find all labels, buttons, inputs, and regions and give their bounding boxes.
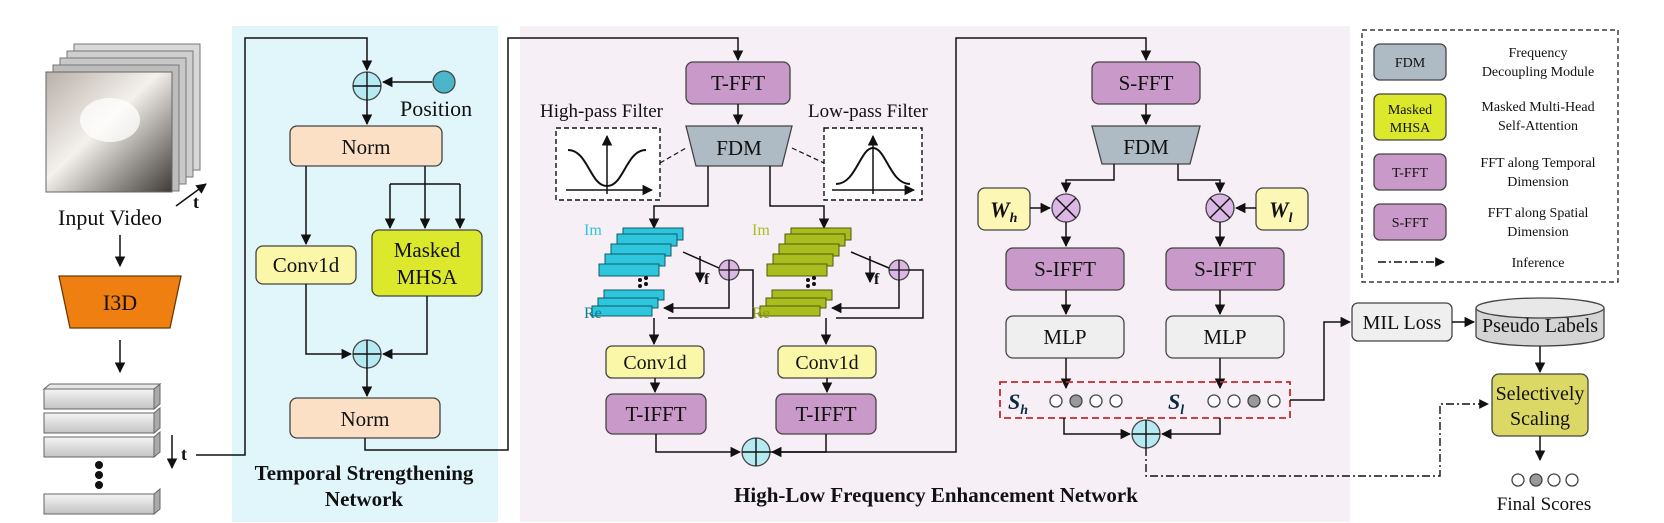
mlp-high-box — [1005, 315, 1125, 359]
video-time-label: t — [193, 192, 199, 212]
final-scores-label: Final Scores — [1497, 494, 1591, 515]
high-pass-label: High-pass Filter — [540, 101, 664, 122]
feature-stack — [42, 382, 162, 516]
masked-mhsa-label-1: Masked — [394, 238, 461, 262]
legend-sfft-desc-1: FFT along Spatial — [1488, 206, 1589, 221]
mlp-low-box — [1165, 315, 1285, 359]
i3d-block — [58, 275, 182, 329]
conv1d-low-label: Conv1d — [795, 352, 858, 374]
mlp-low-label: MLP — [1203, 325, 1246, 349]
legend-sfft-swatch — [1373, 203, 1447, 241]
s-ifft-low-box — [1165, 247, 1285, 291]
mil-loss-label: MIL Loss — [1363, 312, 1442, 334]
norm-bottom-label: Norm — [341, 407, 390, 431]
scaling-label-2: Scaling — [1510, 408, 1570, 430]
s-l-symbol: Sl — [1168, 389, 1184, 418]
conv1d-high-label: Conv1d — [623, 352, 686, 374]
position-embedding-dot — [432, 70, 456, 94]
im-label-high: Im — [584, 222, 602, 239]
norm-top-box — [289, 125, 443, 167]
fdm-left-label: FDM — [716, 136, 762, 160]
s-ifft-high-label: S-IFFT — [1034, 257, 1096, 281]
low-pass-filter-plot — [823, 127, 923, 201]
input-video-label: Input Video — [58, 205, 162, 230]
s-fft-label: S-FFT — [1119, 71, 1174, 95]
pseudo-labels-cylinder — [1475, 297, 1605, 347]
high-freq-block-stack — [591, 227, 684, 317]
tsn-title-line1: Temporal Strengthening — [255, 461, 474, 485]
legend-mhsa-key-2: MHSA — [1390, 121, 1431, 136]
t-ifft-high-label: T-IFFT — [625, 402, 686, 426]
w-l-symbol: Wl — [1269, 197, 1293, 226]
position-label: Position — [400, 96, 472, 121]
s-ifft-high-box — [1005, 247, 1125, 291]
im-label-low: Im — [752, 222, 770, 239]
legend-mhsa-key-1: Masked — [1388, 103, 1432, 118]
final-score-dots — [1511, 473, 1579, 487]
legend-mhsa-desc-2: Self-Attention — [1498, 119, 1578, 134]
fdm-right-block — [1091, 125, 1201, 165]
hlf-title: High-Low Frequency Enhancement Network — [734, 483, 1138, 507]
legend-fdm-desc-1: Frequency — [1508, 46, 1567, 61]
s-h-symbol: Sh — [1008, 389, 1028, 418]
legend-tfft-desc-1: FFT along Temporal — [1480, 156, 1595, 171]
time-arrow — [175, 183, 207, 207]
w-h-symbol: Wh — [990, 197, 1018, 226]
legend-sfft-desc-2: Dimension — [1507, 225, 1568, 240]
fdm-right-label: FDM — [1123, 135, 1169, 159]
t-ifft-low-label: T-IFFT — [795, 402, 856, 426]
i3d-label: I3D — [103, 290, 137, 315]
legend-tfft-swatch — [1373, 153, 1447, 191]
s-ifft-low-label: S-IFFT — [1194, 257, 1256, 281]
s-l-score-dots — [1207, 394, 1281, 408]
input-video-frames — [45, 43, 201, 193]
legend-sfft-key: S-FFT — [1392, 216, 1429, 231]
high-pass-filter-plot — [555, 127, 661, 201]
f-label-low: f — [874, 271, 880, 288]
legend-fdm-key: FDM — [1395, 56, 1426, 71]
low-pass-label: Low-pass Filter — [808, 101, 928, 122]
tsn-title-line2: Network — [325, 487, 403, 511]
mlp-high-label: MLP — [1043, 325, 1086, 349]
legend-mhsa-desc-1: Masked Multi-Head — [1481, 100, 1594, 115]
feature-time-label: t — [181, 444, 187, 464]
fdm-left-block — [685, 125, 793, 167]
conv1d-tsn-label: Conv1d — [273, 253, 340, 277]
re-label-low: Re — [752, 305, 770, 322]
legend-mhsa-swatch — [1373, 93, 1447, 141]
legend-inference-desc: Inference — [1512, 256, 1565, 271]
legend-fdm-swatch — [1373, 43, 1447, 81]
re-label-high: Re — [584, 305, 602, 322]
t-fft-label: T-FFT — [711, 71, 765, 95]
norm-top-label: Norm — [342, 135, 391, 159]
low-freq-block-stack — [759, 227, 852, 317]
masked-mhsa-label-2: MHSA — [397, 265, 459, 289]
scaling-label-1: Selectively — [1496, 383, 1585, 405]
pseudo-labels-label: Pseudo Labels — [1482, 315, 1598, 337]
s-h-score-dots — [1049, 394, 1123, 408]
f-label-high: f — [704, 271, 710, 288]
w-h-box — [977, 187, 1031, 231]
legend-tfft-key: T-FFT — [1392, 166, 1429, 181]
w-l-box — [1255, 187, 1309, 231]
legend-tfft-desc-2: Dimension — [1507, 175, 1568, 190]
legend-fdm-desc-2: Decoupling Module — [1482, 65, 1594, 80]
